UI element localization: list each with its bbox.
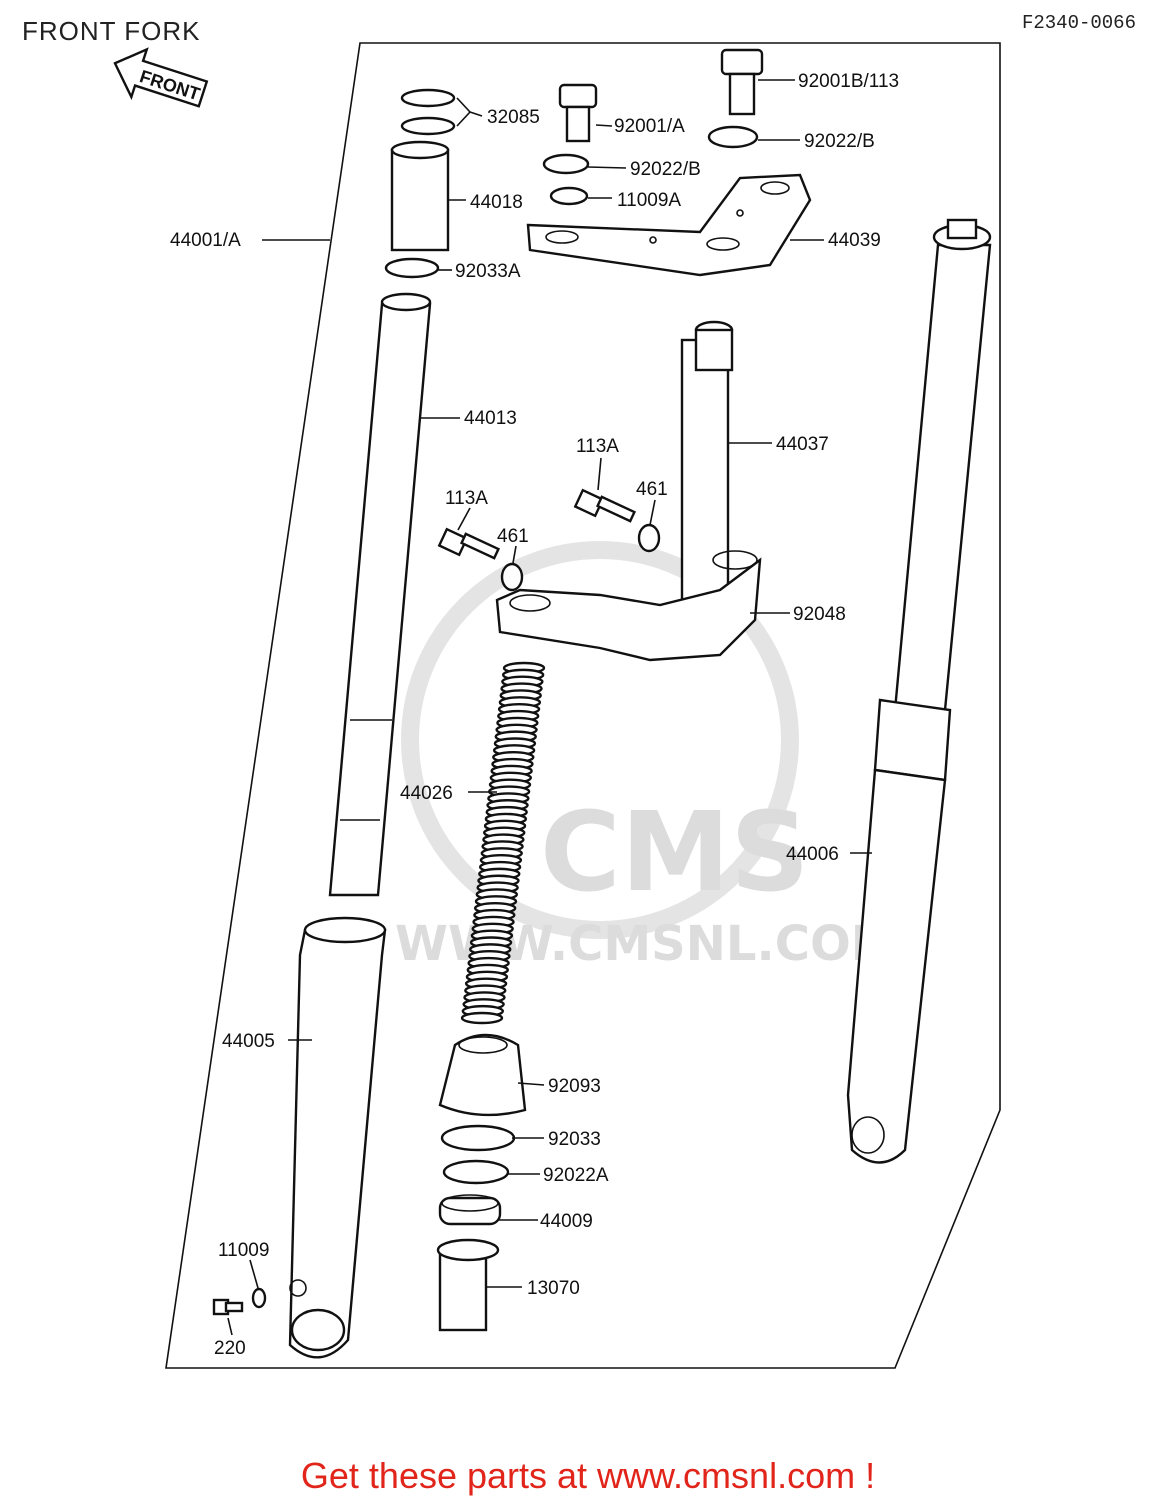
part-44009-seal (438, 1194, 502, 1226)
label-113A-1: 113A (576, 436, 619, 457)
part-44005-outer-tube (288, 916, 387, 1359)
label-92093: 92093 (548, 1076, 601, 1097)
part-92022B-washer-2 (707, 125, 759, 149)
diagram-code: F2340-0066 (1021, 12, 1136, 34)
diagram-title: FRONT FORK (22, 16, 201, 46)
label-92022B-2: 92022/B (804, 131, 875, 152)
label-32085: 32085 (487, 107, 540, 128)
front-arrow-icon: FRONT (113, 47, 209, 108)
part-92001A-bolt (558, 83, 598, 143)
part-92033-ring (440, 1124, 516, 1152)
label-92001A: 92001/A (614, 116, 685, 137)
label-92033: 92033 (548, 1129, 601, 1150)
label-44037: 44037 (776, 434, 829, 455)
part-11009-washer (251, 1287, 267, 1309)
label-44009: 44009 (540, 1211, 593, 1232)
spring-coil (460, 1011, 504, 1025)
part-11009A-washer (549, 186, 589, 206)
part-220-bolt (212, 1298, 244, 1316)
label-220: 220 (214, 1338, 246, 1359)
part-92022B-washer-1 (542, 153, 590, 175)
part-44006-fork-leg (846, 218, 992, 1164)
part-92001B-bolt (720, 48, 764, 116)
label-461-1: 461 (636, 479, 668, 500)
label-44039: 44039 (828, 230, 881, 251)
label-44026: 44026 (400, 783, 453, 804)
leader-lines (227, 79, 872, 1336)
part-92093-cap (438, 1033, 527, 1117)
label-92048: 92048 (793, 604, 846, 625)
label-461-2: 461 (497, 526, 529, 547)
label-44013: 44013 (464, 408, 517, 429)
label-44005: 44005 (222, 1031, 275, 1052)
part-461-washer-1 (500, 562, 524, 592)
label-11009: 11009 (218, 1240, 269, 1261)
part-113A-bolt-1 (437, 527, 501, 560)
label-113A-2: 113A (445, 488, 488, 509)
label-13070: 13070 (527, 1278, 580, 1299)
part-44037-stem (680, 320, 734, 622)
frame-outline (165, 42, 1001, 1369)
part-44039-bracket (526, 173, 812, 277)
label-11009A: 11009A (617, 190, 681, 211)
part-13070-bushing (436, 1238, 500, 1332)
part-44026-spring (460, 661, 546, 1025)
footer-cta[interactable]: Get these parts at www.cmsnl.com ! (300, 1455, 876, 1496)
part-92048-lower-bracket (495, 550, 762, 662)
label-44018: 44018 (470, 192, 523, 213)
part-92022A-washer (442, 1159, 510, 1185)
part-92033A-ring (384, 257, 440, 279)
label-92022B-1: 92022/B (630, 159, 701, 180)
label-44001A: 44001/A (170, 230, 241, 251)
part-113A-bolt-2 (573, 488, 637, 523)
part-461-washer-2 (637, 523, 661, 553)
part-44018-sleeve (390, 140, 450, 252)
watermark-brand: CMS (540, 788, 809, 916)
part-44013-inner-tube (328, 292, 432, 897)
label-92001B: 92001B/113 (798, 71, 899, 92)
part-32085-rings (400, 88, 456, 136)
label-92033A: 92033A (455, 261, 521, 282)
label-44006: 44006 (786, 844, 839, 865)
label-92022A: 92022A (543, 1165, 609, 1186)
